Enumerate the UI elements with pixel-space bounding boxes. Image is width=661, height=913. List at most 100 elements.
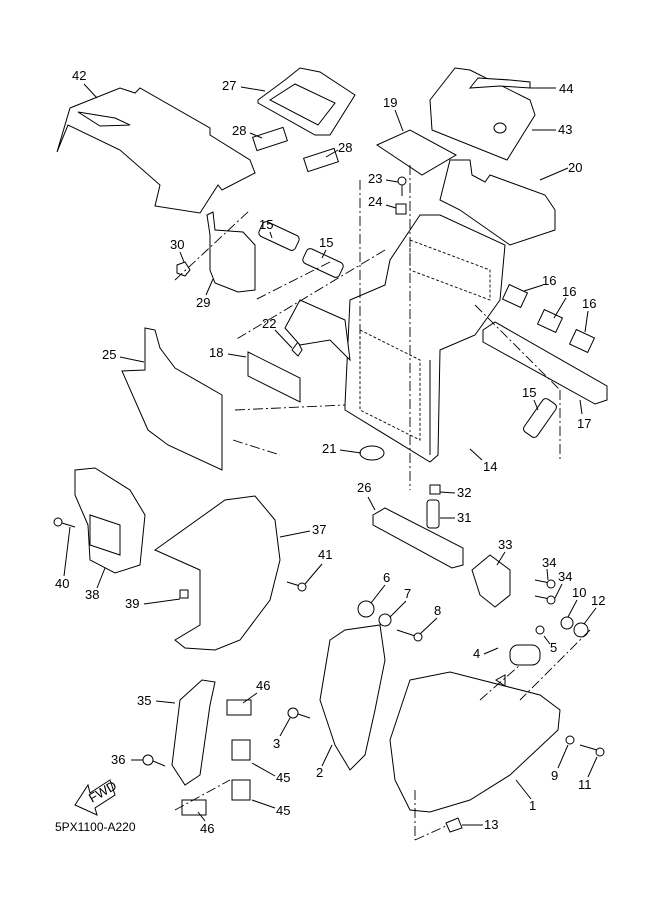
part-20-pad bbox=[439, 159, 556, 246]
part-3-bolt bbox=[287, 707, 311, 719]
callout-28a: 28 bbox=[232, 123, 246, 138]
callout-17: 17 bbox=[577, 416, 591, 431]
part-12-grommet bbox=[573, 622, 589, 638]
part-21-grommet bbox=[359, 445, 385, 461]
fwd-arrow-icon: FWD bbox=[74, 778, 119, 816]
callout-7: 7 bbox=[404, 586, 411, 601]
callout-34a: 34 bbox=[542, 555, 556, 570]
callout-28b: 28 bbox=[338, 140, 352, 155]
part-15-pad-a bbox=[258, 221, 300, 251]
callout-25: 25 bbox=[102, 347, 116, 362]
part-2-bracket bbox=[319, 624, 386, 771]
callout-26: 26 bbox=[357, 480, 371, 495]
part-19-sheet bbox=[375, 129, 458, 176]
callout-12: 12 bbox=[591, 593, 605, 608]
callout-46a: 46 bbox=[256, 678, 270, 693]
callout-3: 3 bbox=[273, 736, 280, 751]
callout-6: 6 bbox=[383, 570, 390, 585]
part-11-bolt bbox=[579, 744, 605, 757]
callout-21: 21 bbox=[322, 441, 336, 456]
callout-42: 42 bbox=[72, 68, 86, 83]
part-37-cover bbox=[153, 495, 281, 651]
part-4-lock bbox=[495, 644, 541, 687]
callout-10: 10 bbox=[572, 585, 586, 600]
part-15-pad-b bbox=[302, 248, 344, 278]
callout-16c: 16 bbox=[582, 296, 596, 311]
callout-1: 1 bbox=[529, 798, 536, 813]
callout-23: 23 bbox=[368, 171, 382, 186]
part-40-screw bbox=[53, 517, 76, 528]
callout-2: 2 bbox=[316, 765, 323, 780]
callout-39: 39 bbox=[125, 596, 139, 611]
callout-24: 24 bbox=[368, 194, 382, 209]
part-29-bracket bbox=[206, 211, 256, 293]
part-13-clip bbox=[445, 817, 463, 833]
part-16-pad-a bbox=[501, 283, 529, 309]
part-36-bolt bbox=[142, 754, 166, 767]
part-14-battery-box bbox=[344, 214, 506, 463]
callout-9: 9 bbox=[551, 768, 558, 783]
part-15-pad-c bbox=[523, 398, 557, 438]
part-44-strap bbox=[468, 77, 531, 89]
callout-5: 5 bbox=[550, 640, 557, 655]
part-31-tube bbox=[426, 499, 440, 529]
part-25-plate bbox=[121, 327, 223, 471]
callout-19: 19 bbox=[383, 95, 397, 110]
part-30-clip bbox=[176, 261, 191, 277]
callout-33: 33 bbox=[498, 537, 512, 552]
part-26-foam bbox=[372, 507, 464, 569]
callout-30: 30 bbox=[170, 237, 184, 252]
callout-34b: 34 bbox=[558, 569, 572, 584]
callout-18: 18 bbox=[209, 345, 223, 360]
callout-41: 41 bbox=[318, 547, 332, 562]
part-41-screw bbox=[286, 581, 307, 592]
part-34-screws bbox=[534, 579, 556, 605]
callout-44: 44 bbox=[559, 81, 573, 96]
battery-bracket bbox=[284, 299, 351, 362]
part-9-washer bbox=[565, 735, 575, 745]
part-1-side-cover bbox=[389, 671, 561, 813]
callout-20: 20 bbox=[568, 160, 582, 175]
assembly-lines bbox=[174, 165, 591, 841]
part-35-bracket bbox=[171, 679, 216, 786]
callout-15b: 15 bbox=[319, 235, 333, 250]
callout-45b: 45 bbox=[276, 803, 290, 818]
callout-4: 4 bbox=[473, 646, 480, 661]
part-38-vent bbox=[74, 467, 146, 574]
callout-16a: 16 bbox=[542, 273, 556, 288]
callout-13: 13 bbox=[484, 817, 498, 832]
callout-27: 27 bbox=[222, 78, 236, 93]
callout-15a: 15 bbox=[259, 217, 273, 232]
callout-29: 29 bbox=[196, 295, 210, 310]
callout-32: 32 bbox=[457, 485, 471, 500]
callout-40: 40 bbox=[55, 576, 69, 591]
callout-38: 38 bbox=[85, 587, 99, 602]
part-16-pad-b bbox=[536, 308, 564, 334]
callout-14: 14 bbox=[483, 459, 497, 474]
callouts: 42 27 28 28 19 44 43 20 23 24 15 15 30 2… bbox=[55, 68, 605, 836]
callout-37: 37 bbox=[312, 522, 326, 537]
callout-16b: 16 bbox=[562, 284, 576, 299]
part-18-pad bbox=[247, 351, 301, 403]
part-27-tray bbox=[257, 67, 356, 136]
part-42-cover bbox=[56, 87, 256, 214]
part-28-pad-a bbox=[251, 126, 289, 152]
callout-8: 8 bbox=[434, 603, 441, 618]
part-22-pin bbox=[291, 341, 303, 357]
part-5-screw bbox=[535, 625, 545, 635]
callout-31: 31 bbox=[457, 510, 471, 525]
part-39-nut bbox=[179, 589, 189, 599]
callout-22: 22 bbox=[262, 316, 276, 331]
callout-15c: 15 bbox=[522, 385, 536, 400]
part-28-pad-b bbox=[302, 147, 340, 173]
callout-36: 36 bbox=[111, 752, 125, 767]
callout-35: 35 bbox=[137, 693, 151, 708]
part-43-cover bbox=[429, 67, 536, 161]
part-23-bolt bbox=[397, 176, 407, 196]
diagram-code: 5PX1100-A220 bbox=[55, 820, 136, 834]
callout-43: 43 bbox=[558, 122, 572, 137]
part-16-pad-c bbox=[568, 328, 596, 354]
part-24-collar bbox=[395, 203, 407, 215]
part-17-foam-bar bbox=[482, 321, 608, 405]
